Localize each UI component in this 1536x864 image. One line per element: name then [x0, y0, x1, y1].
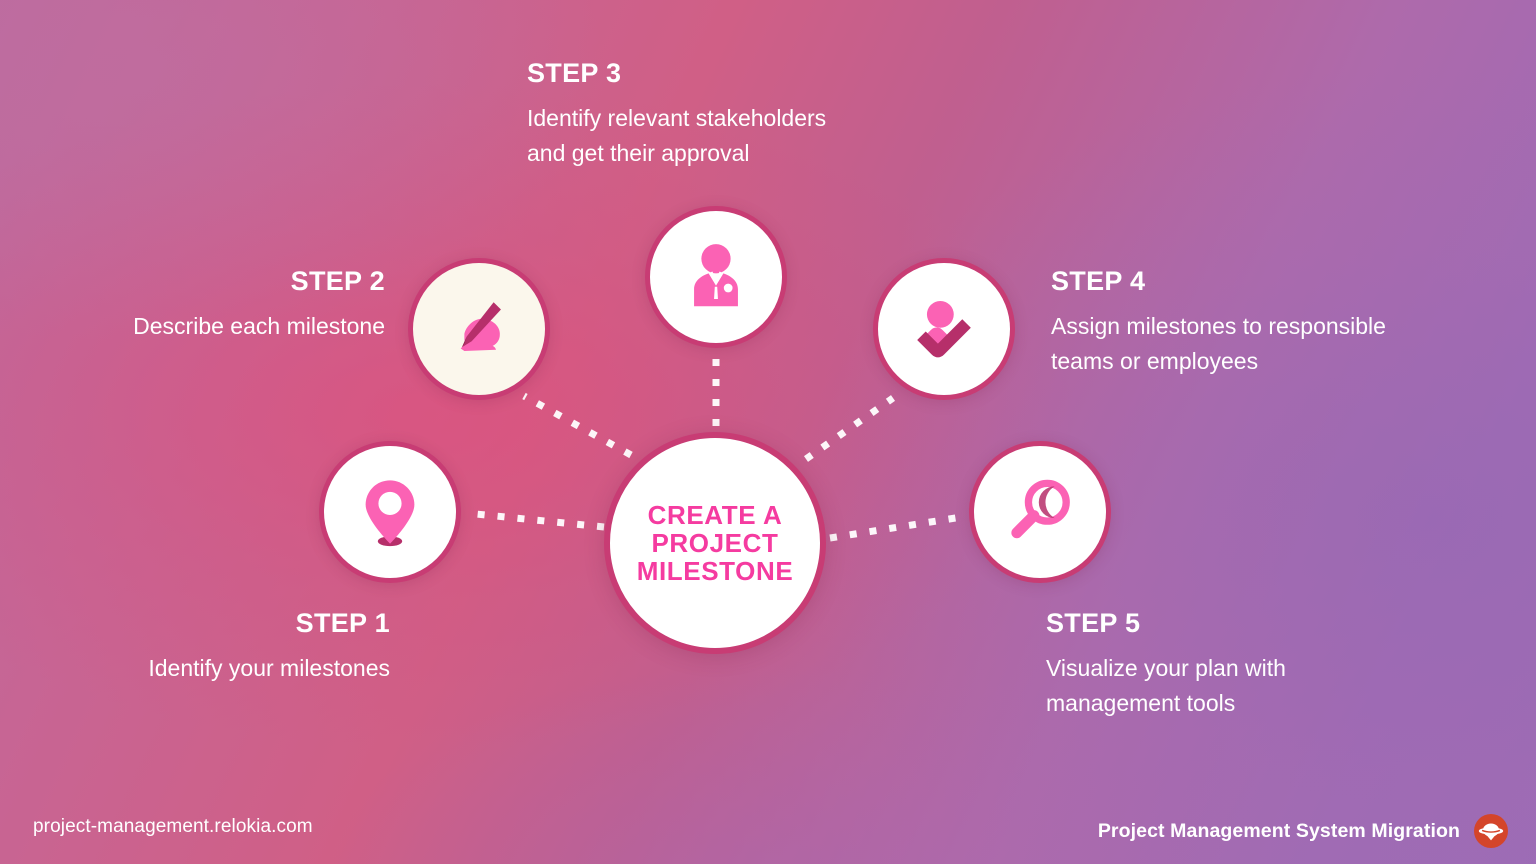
step-3-icon-circle[interactable] — [645, 206, 787, 348]
step-2-text-block: STEP 2 Describe each milestone — [40, 266, 385, 344]
step-1-number: STEP 1 — [295, 608, 390, 638]
connector-hub-to-step5 — [829, 512, 969, 542]
step-1-text-block: STEP 1 Identify your milestones — [40, 608, 390, 686]
step-3-number: STEP 3 — [527, 58, 622, 88]
step-5-description: Visualize your plan with management tool… — [1046, 655, 1286, 716]
step-2-number: STEP 2 — [290, 266, 385, 296]
step-4-text-block: STEP 4 Assign milestones to responsible … — [1051, 266, 1491, 379]
hub-create-a-project-milestone[interactable]: CREATE A PROJECT MILESTONE — [604, 432, 826, 654]
step-5-number: STEP 5 — [1046, 608, 1141, 638]
connector-hub-to-step2 — [522, 392, 633, 459]
connector-hub-to-step1 — [465, 509, 605, 531]
magnifying-glass-icon — [1001, 473, 1079, 551]
footer-site-url[interactable]: project-management.relokia.com — [33, 816, 313, 837]
relokia-planet-logo-icon[interactable] — [1474, 814, 1508, 848]
step-3-text-block: STEP 3 Identify relevant stakeholders an… — [527, 58, 947, 171]
step-1-icon-circle[interactable] — [319, 441, 461, 583]
step-4-icon-circle[interactable] — [873, 258, 1015, 400]
map-pin-icon — [351, 473, 429, 551]
hand-writing-pen-icon — [440, 290, 518, 368]
step-2-icon-circle[interactable] — [408, 258, 550, 400]
step-1-description: Identify your milestones — [148, 655, 390, 681]
step-5-text-block: STEP 5 Visualize your plan with manageme… — [1046, 608, 1466, 721]
hub-label: CREATE A PROJECT MILESTONE — [636, 499, 794, 587]
person-check-icon — [905, 290, 983, 368]
businessperson-icon — [677, 238, 755, 316]
footer-title: Project Management System Migration — [1097, 819, 1460, 842]
footer-brand: Project Management System Migration — [1098, 814, 1508, 848]
step-2-description: Describe each milestone — [133, 313, 385, 339]
step-4-number: STEP 4 — [1051, 266, 1146, 296]
step-5-icon-circle[interactable] — [969, 441, 1111, 583]
step-4-description: Assign milestones to responsible teams o… — [1051, 313, 1386, 374]
step-3-description: Identify relevant stakeholders and get t… — [527, 105, 827, 166]
